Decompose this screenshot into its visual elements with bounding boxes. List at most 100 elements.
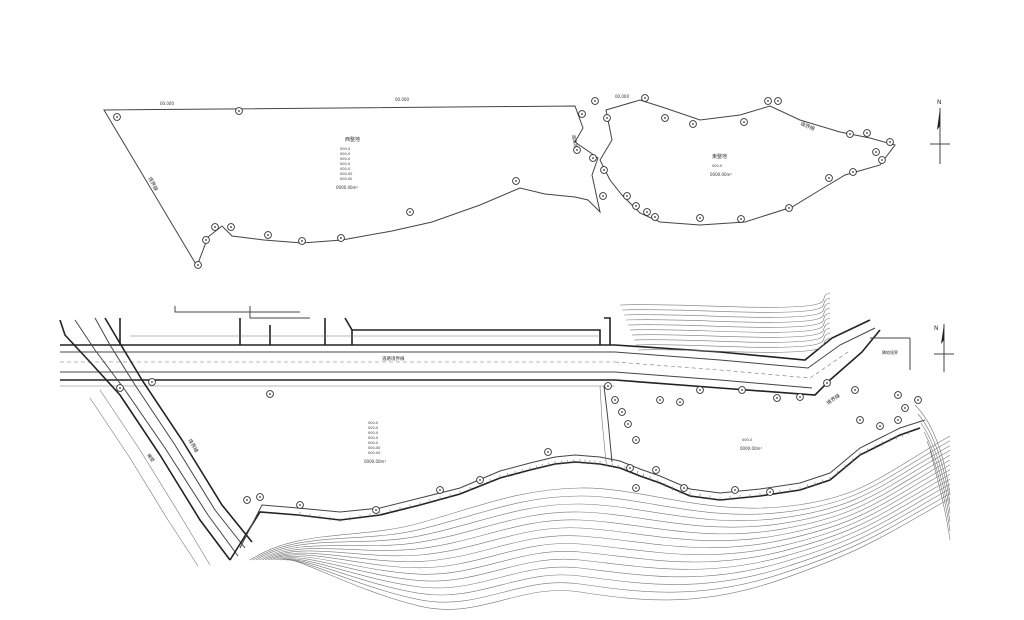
west-area: 0000.00m²: [336, 185, 358, 190]
east-lot-row: 000-0: [712, 164, 722, 168]
survey-point-dot: [699, 217, 701, 219]
survey-point-dot: [852, 171, 854, 173]
survey-point-dot: [917, 399, 919, 401]
survey-point-dot: [692, 123, 694, 125]
survey-point-dot: [849, 133, 851, 135]
survey-point-dot: [826, 382, 828, 384]
survey-point-dot: [654, 216, 656, 218]
middle-road-boundary-label: 道路境界: [570, 134, 580, 153]
survey-point-dot: [734, 489, 736, 491]
survey-point-dot: [740, 218, 742, 220]
survey-point-dot: [788, 207, 790, 209]
survey-point-dot: [644, 97, 646, 99]
bottom-west-area: 0000.00m²: [364, 459, 386, 464]
survey-point-dot: [799, 396, 801, 398]
top-plan: 00.000 00.000 00.000 西整地 000-0 000-0 000…: [103, 94, 950, 269]
survey-point-dot: [197, 264, 199, 266]
survey-point-dot: [479, 479, 481, 481]
survey-point-dot: [635, 205, 637, 207]
embankment-ticks: [299, 430, 910, 522]
survey-point-dot: [606, 117, 608, 119]
survey-point-dot: [614, 399, 616, 401]
survey-point-dot: [259, 496, 261, 498]
survey-point-dot: [581, 113, 583, 115]
survey-point-dot: [375, 509, 377, 511]
survey-point-dot: [246, 499, 248, 501]
road-east-segment: [614, 319, 871, 361]
survey-point-dot: [683, 487, 685, 489]
south-lot-boundary: [229, 427, 921, 561]
survey-point-dot: [897, 419, 899, 421]
survey-point-dot: [594, 100, 596, 102]
survey-point-dot: [646, 211, 648, 213]
west-lot-row: 000-0: [340, 152, 350, 156]
west-block-name: 西整地: [345, 136, 360, 143]
bottom-plan: 擁壁 道路境界線 000-0 000-0 000-0 000-0 000-0 0…: [59, 292, 954, 610]
survey-point-dot: [301, 240, 303, 242]
survey-point-dot: [881, 159, 883, 161]
survey-point-dot: [576, 149, 578, 151]
west-lot-row: 000-00: [340, 177, 352, 181]
survey-point-dot: [664, 117, 666, 119]
survey-point-dot: [699, 389, 701, 391]
survey-point-dot: [214, 226, 216, 228]
survey-point-dot: [655, 469, 657, 471]
west-lot-row: 000-00: [340, 172, 352, 176]
lot-divider: [603, 385, 613, 463]
bottom-west-lot-row: 000-0: [368, 431, 378, 435]
east-parcel-boundary: [599, 99, 896, 226]
top-edge-dim-2: 00.000: [395, 97, 409, 102]
survey-point-dot: [777, 100, 779, 102]
road-boundary-label: 道路境界線: [382, 355, 405, 362]
survey-point-dot: [119, 387, 121, 389]
bottom-east-boundary-label: 境界線: [825, 392, 841, 406]
survey-point-dot: [635, 487, 637, 489]
survey-point-dot: [767, 100, 769, 102]
bottom-west-lot-row: 000-0: [368, 421, 378, 425]
east-area: 0000.00m²: [710, 172, 732, 177]
top-edge-dim-3: 00.000: [615, 94, 629, 99]
survey-point-dot: [151, 381, 153, 383]
survey-point-dot: [741, 389, 743, 391]
survey-point-dot: [828, 177, 830, 179]
east-block-name: 東整地: [712, 153, 727, 160]
survey-point-dot: [602, 195, 604, 197]
survey-point-dot: [230, 226, 232, 228]
bottom-west-lot-row: 000-00: [368, 446, 380, 450]
west-parcel-boundary: [103, 105, 601, 268]
left-wall-label: 擁壁: [145, 452, 156, 464]
bottom-east-area: 0000.00m²: [740, 446, 762, 451]
north-label-bottom: N: [934, 325, 939, 332]
survey-point-dot: [340, 237, 342, 239]
bottom-east-lot-row: 000-0: [742, 438, 752, 442]
survey-point-dot: [889, 141, 891, 143]
survey-point-dot: [547, 451, 549, 453]
west-lot-row: 000-0: [340, 167, 350, 171]
north-label-top: N: [937, 99, 942, 106]
west-retaining-wall: [59, 319, 231, 561]
slope-contours: [249, 435, 951, 610]
survey-point-dot: [627, 423, 629, 425]
top-edge-dim-1: 00.000: [160, 101, 174, 106]
bottom-west-lot-row: 000-0: [368, 441, 378, 445]
corner-label: 隣地境界: [882, 349, 898, 355]
survey-point-dot: [679, 401, 681, 403]
survey-point-dot: [866, 132, 868, 134]
bottom-west-lot-row: 000-0: [368, 436, 378, 440]
survey-point-dot: [515, 180, 517, 182]
survey-point-dot: [879, 425, 881, 427]
north-arrow-bottom: N: [934, 324, 954, 372]
survey-point-dot: [238, 110, 240, 112]
survey-point-dot: [603, 169, 605, 171]
hill-contours: [619, 292, 951, 541]
bottom-survey-markers: [116, 378, 922, 514]
survey-point-dot: [776, 397, 778, 399]
survey-point-dot: [267, 234, 269, 236]
survey-point-dot: [621, 411, 623, 413]
survey-point-dot: [299, 504, 301, 506]
north-arrow-top: N: [930, 99, 950, 164]
west-lot-row: 000-0: [340, 147, 350, 151]
survey-point-dot: [769, 491, 771, 493]
